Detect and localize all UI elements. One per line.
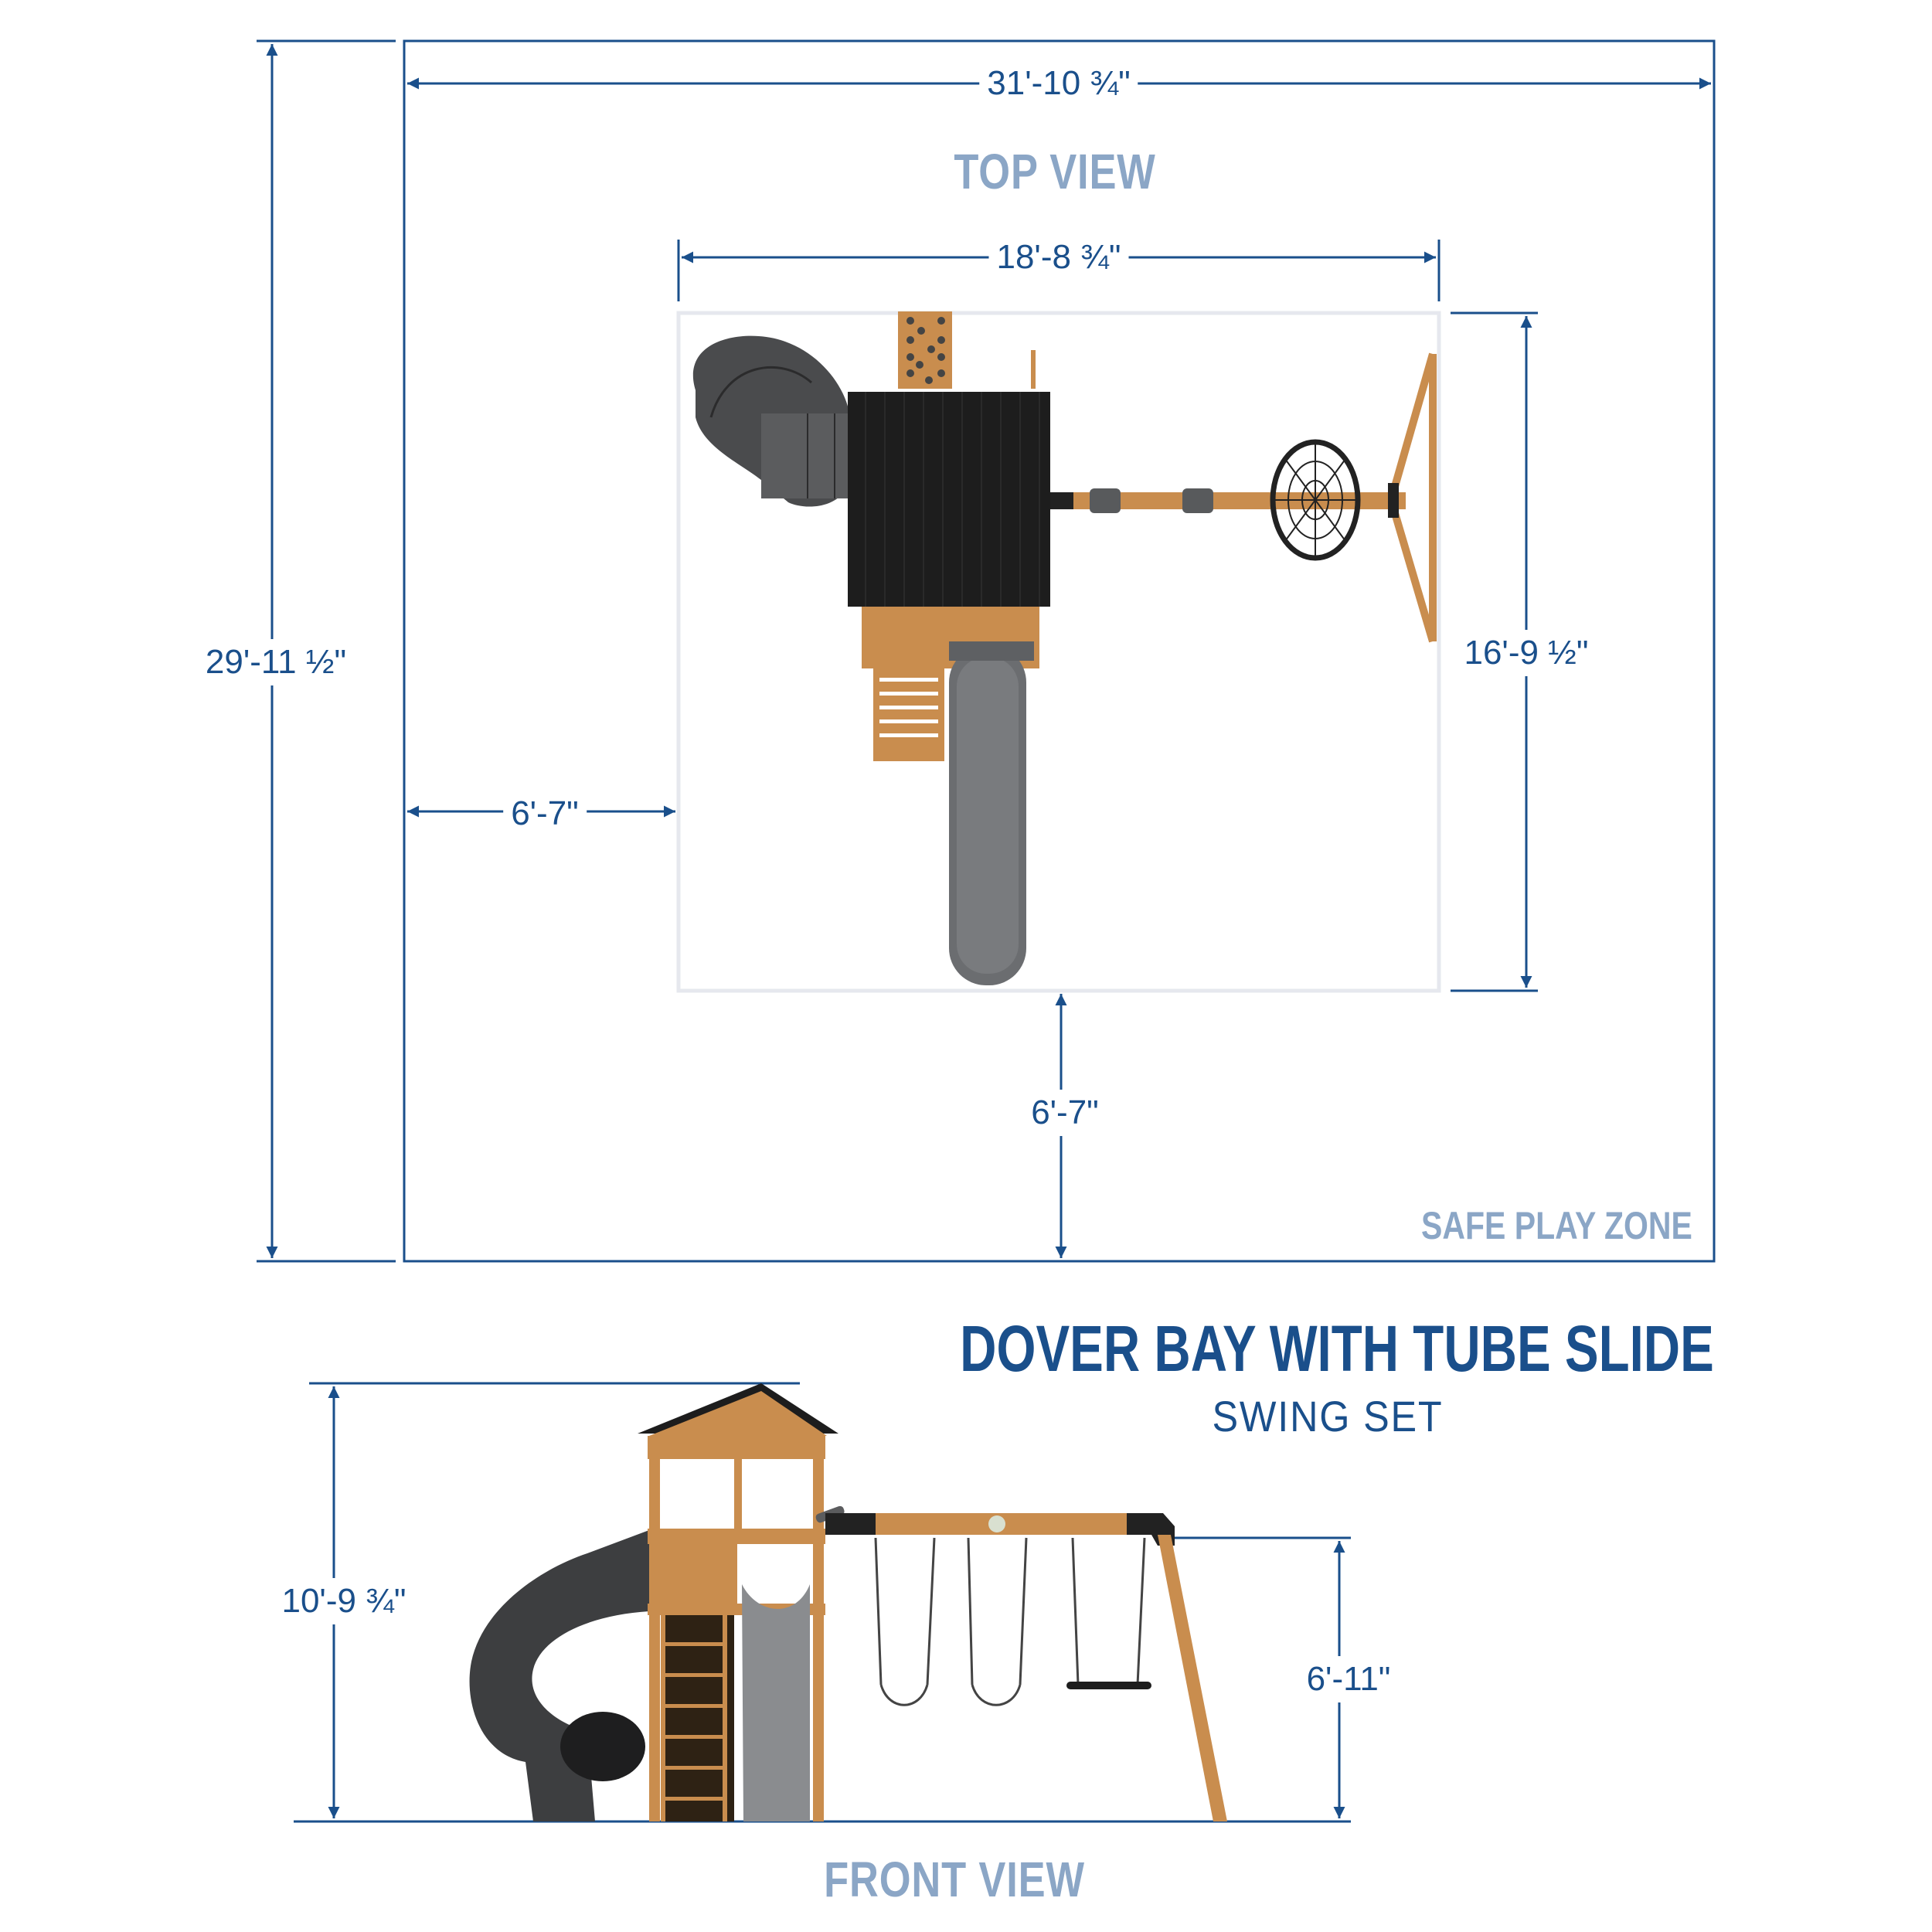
top-view-label: TOP VIEW [954,144,1156,199]
front-view-playset [469,1383,1227,1821]
trapeze-bar-front [1066,1682,1151,1689]
ladder-front [661,1615,727,1821]
clubhouse-front [638,1383,838,1821]
front-clearance-label: 6'-7" [1031,1090,1099,1136]
top-view-playset [692,311,1437,985]
product-subtitle: SWING SET [1212,1392,1444,1440]
ladder-top [873,668,944,761]
safe-play-zone-boundary [403,39,1716,1263]
safe-zone-depth-label: 29'-11 ½" [205,639,347,685]
safe-play-zone-label: SAFE PLAY ZONE [1421,1204,1692,1247]
safe-zone-width-label: 31'-10 ¾" [979,66,1138,100]
product-title: DOVER BAY WITH TUBE SLIDE [960,1312,1714,1385]
playset-depth-label: 16'-9 ½" [1464,630,1589,676]
climbing-wall-top [898,311,952,389]
roof-top [848,392,1050,607]
wave-slide-front [742,1584,810,1821]
playset-footprint-boundary [676,311,1441,993]
side-clearance-label: 6'-7" [503,797,587,831]
a-frame-top [1387,352,1437,643]
swing-beam-height-label: 6'-11" [1306,1656,1391,1702]
belt-swings-front [874,1537,1146,1706]
a-frame-leg-front [1158,1535,1227,1821]
tube-slide-top [692,335,850,507]
swing-beam-top [1050,492,1406,509]
overall-height-label: 10'-9 ¾" [281,1578,406,1624]
front-view-label: FRONT VIEW [824,1852,1085,1907]
web-swing-top [1270,439,1361,561]
playset-width-label: 18'-8 ¾" [988,240,1129,274]
tube-slide-front [469,1530,649,1821]
